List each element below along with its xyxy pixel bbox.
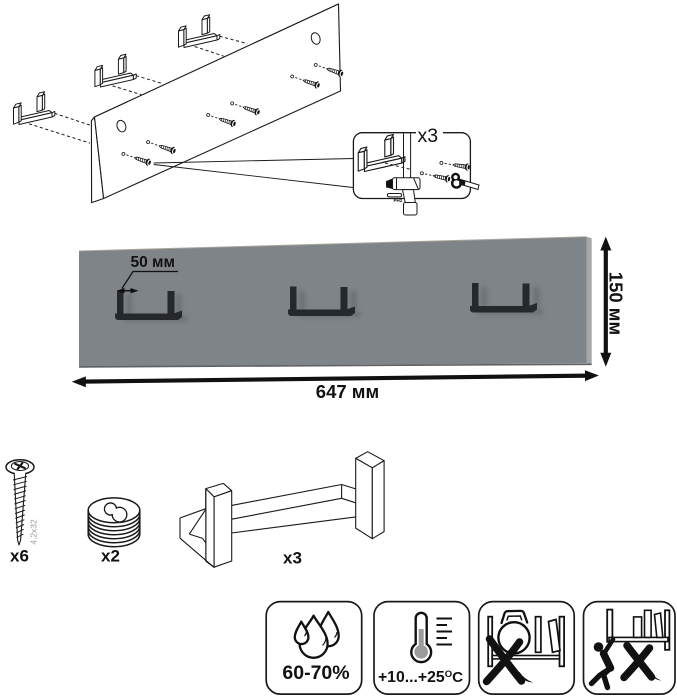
svg-text:x2: x2 [101,547,120,566]
svg-text:150 мм: 150 мм [606,272,627,335]
svg-text:50 мм: 50 мм [131,254,175,271]
svg-text:60-70%: 60-70% [282,662,349,684]
svg-text:647 мм: 647 мм [316,381,379,402]
svg-text:x6: x6 [10,547,29,566]
svg-text:PH2: PH2 [394,198,403,203]
svg-text:4,2x32: 4,2x32 [29,519,39,545]
svg-text:x3: x3 [283,549,302,568]
svg-text:+10...+25OC: +10...+25OC [378,669,463,686]
svg-text:x3: x3 [418,125,439,147]
